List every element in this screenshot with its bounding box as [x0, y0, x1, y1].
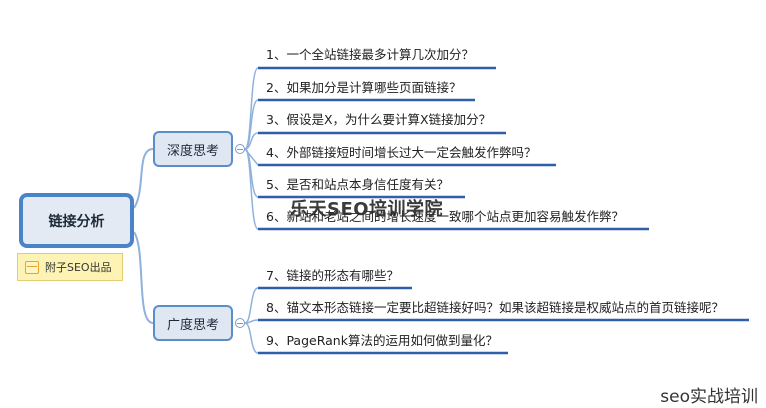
deep-underlines	[258, 66, 649, 231]
leaf-topic[interactable]: 4、外部链接短时间增长过大一定会触发作弊吗？	[266, 145, 537, 160]
wide-underlines	[258, 286, 749, 355]
branch-node-wide[interactable]: 广度思考	[153, 305, 233, 341]
leaf-topic[interactable]: 6、新站和老站之间的增长速度一致哪个站点更加容易触发作弊？	[266, 209, 624, 224]
watermark-text: 乐天SEO培训学院	[290, 199, 444, 220]
note-text: 附子SEO出品	[45, 261, 112, 274]
root-to-wide-connector	[133, 231, 154, 324]
leaf-topic[interactable]: 3、假设是X，为什么要计算X链接加分？	[266, 112, 492, 127]
branch-label-wide: 广度思考	[166, 317, 219, 333]
branch-node-deep[interactable]: 深度思考	[153, 131, 233, 167]
leaf-topic[interactable]: 8、锚文本形态链接一定要比超链接好吗？如果该超链接是权威站点的首页链接呢？	[266, 300, 724, 315]
collapse-toggle-icon[interactable]	[235, 144, 245, 154]
root-to-deep-connector	[133, 148, 154, 209]
brand-watermark: seo实战培训	[660, 387, 758, 407]
wide-branch-connectors	[244, 287, 259, 354]
deep-branch-connectors	[244, 67, 259, 230]
leaf-topic[interactable]: 1、一个全站链接最多计算几次加分？	[266, 47, 474, 62]
root-node[interactable]: 链接分析	[19, 193, 134, 248]
note-icon	[25, 260, 39, 274]
leaf-topic[interactable]: 7、链接的形态有哪些？	[266, 268, 399, 283]
collapse-toggle-icon[interactable]	[235, 318, 245, 328]
branch-label-deep: 深度思考	[166, 143, 219, 159]
leaf-topic[interactable]: 2、如果加分是计算哪些页面链接？	[266, 80, 462, 95]
note-badge: 附子SEO出品	[17, 253, 123, 281]
root-label: 链接分析	[48, 213, 105, 230]
leaf-topic[interactable]: 5、是否和站点本身信任度有关？	[266, 177, 449, 192]
leaf-topic[interactable]: 9、PageRank算法的运用如何做到量化？	[266, 333, 498, 348]
